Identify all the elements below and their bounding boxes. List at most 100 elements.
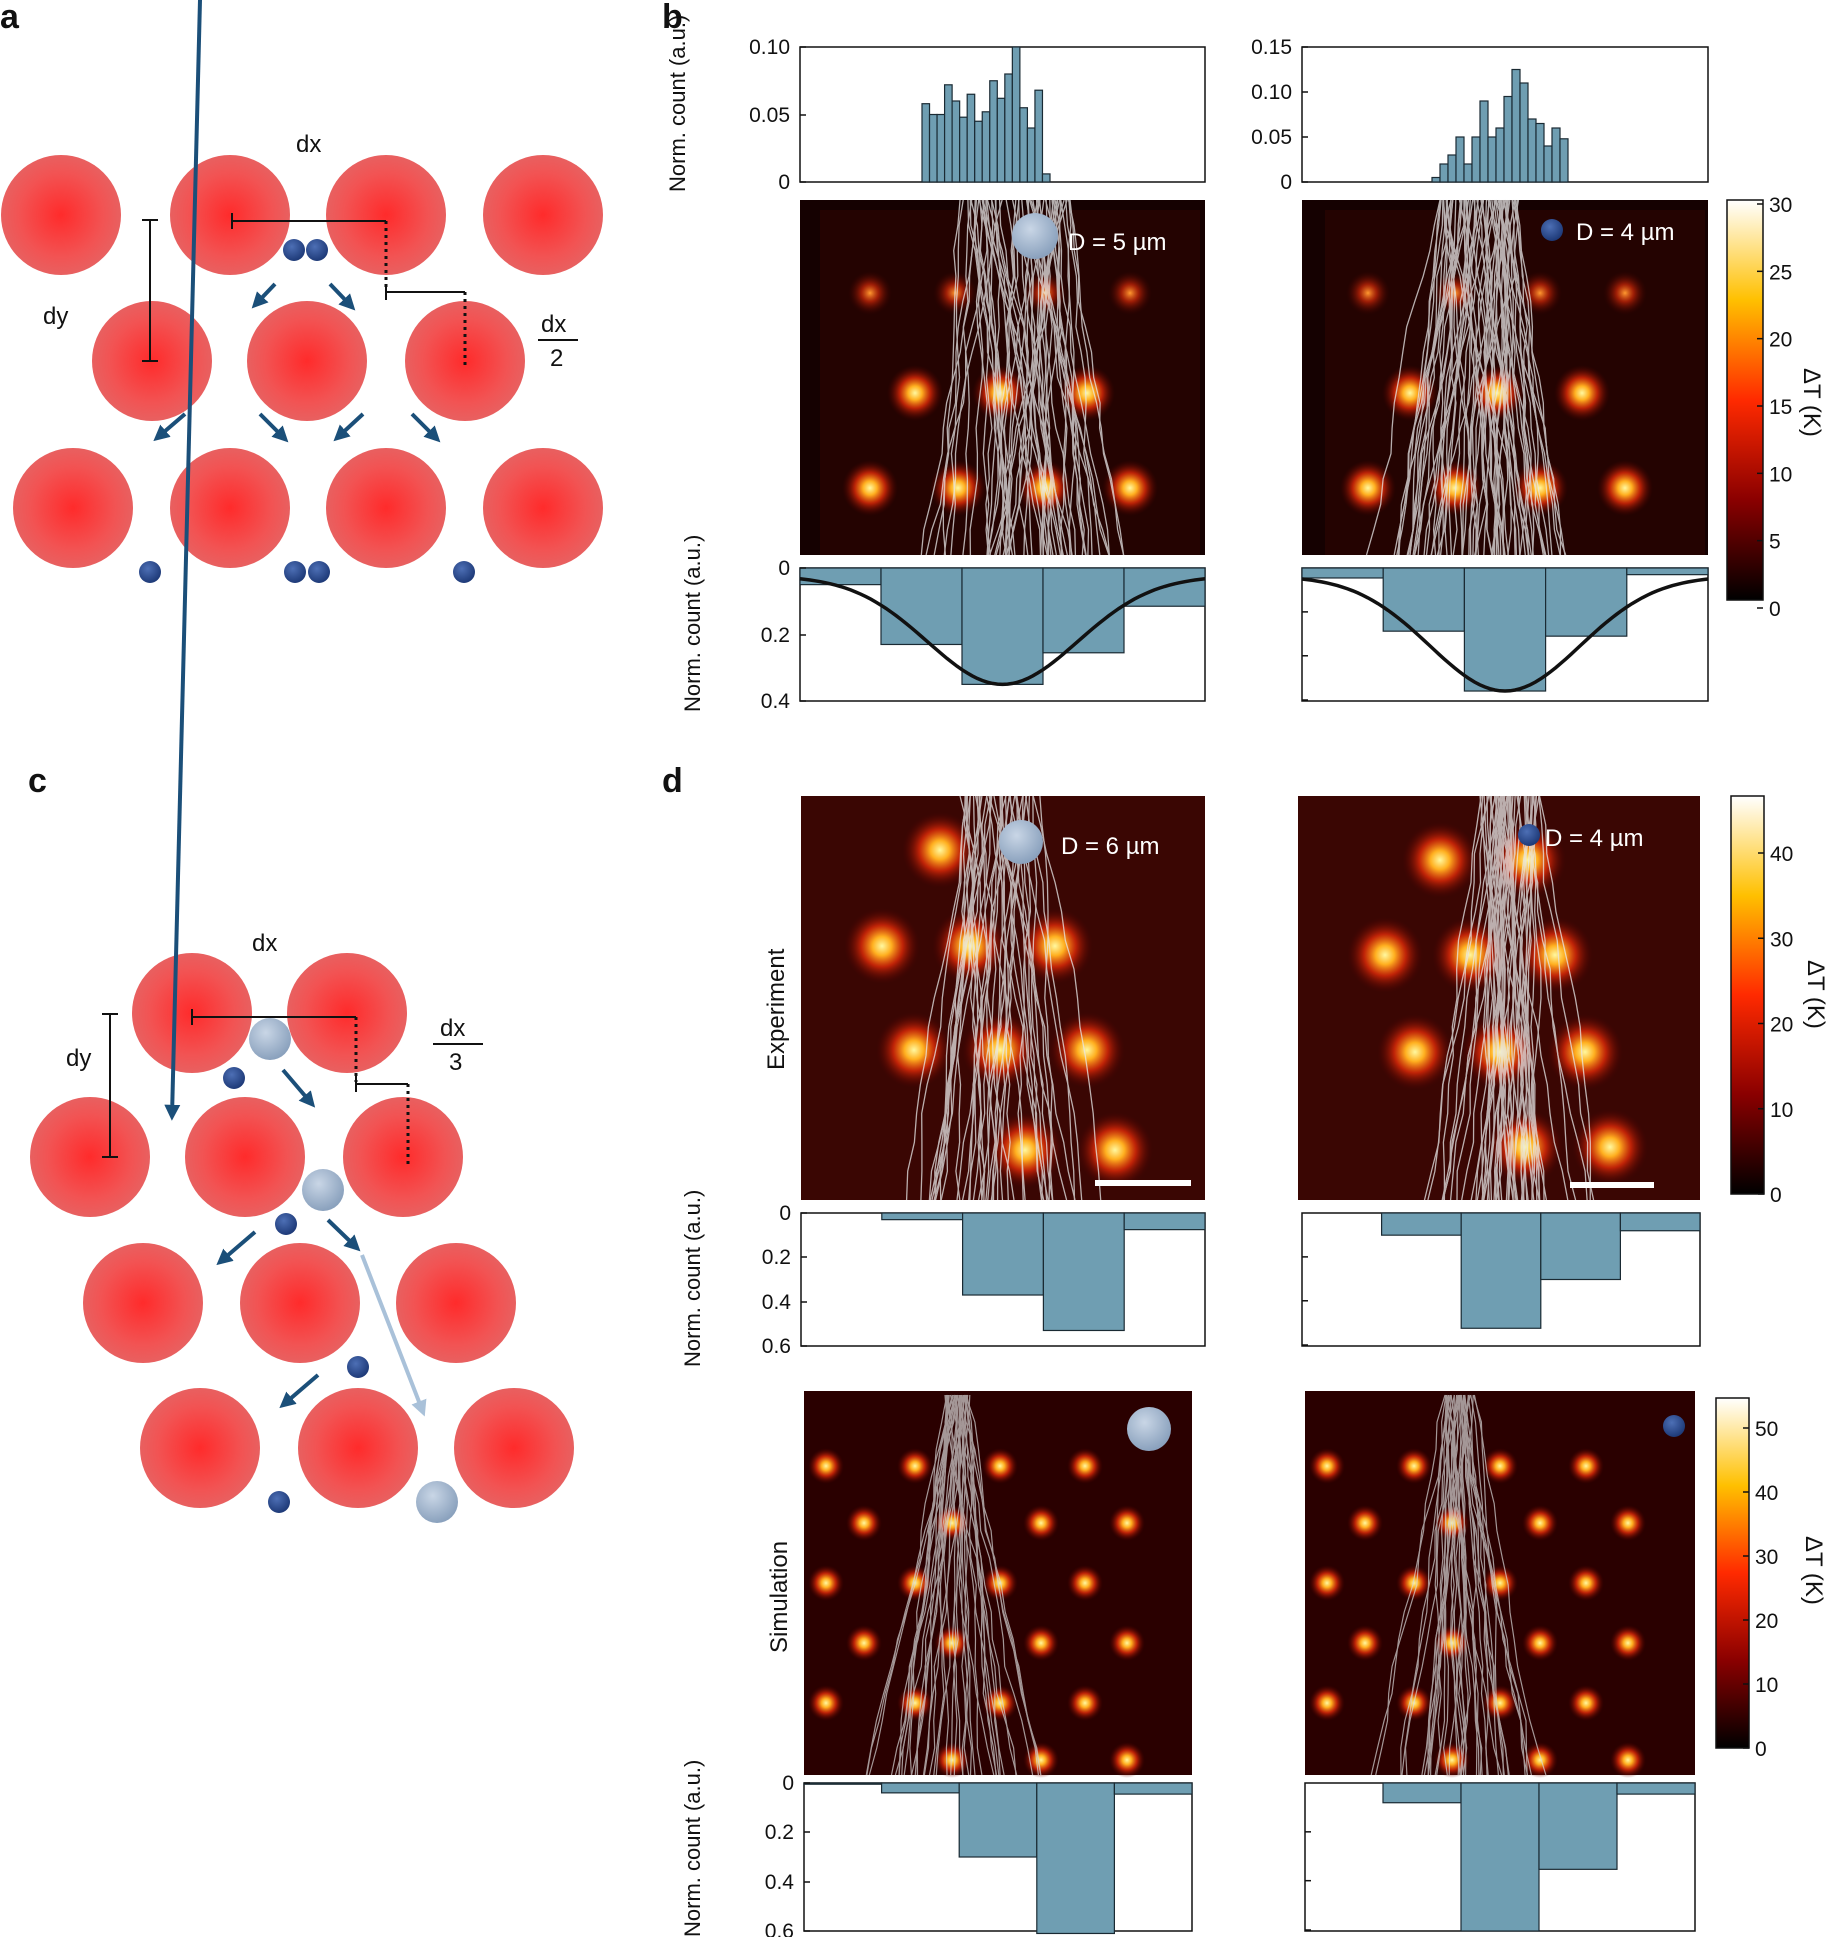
heat-spot bbox=[1482, 1685, 1518, 1721]
arrows-a bbox=[153, 282, 441, 443]
histogram-b-top-right: 0.150.100.050 bbox=[1251, 36, 1709, 194]
particle-track bbox=[866, 1394, 959, 1776]
particle-track bbox=[1445, 199, 1457, 556]
particle-track bbox=[972, 795, 983, 1201]
particle-track bbox=[903, 1394, 948, 1776]
y-title-d-exp: Norm. count (a.u.) bbox=[680, 1190, 705, 1367]
pillar bbox=[405, 301, 525, 421]
heat-spot bbox=[1522, 1742, 1558, 1778]
dimension-lines-c bbox=[102, 1009, 410, 1164]
particle-track bbox=[931, 795, 983, 1201]
particle-track bbox=[1407, 199, 1457, 556]
particle-track bbox=[988, 795, 1076, 1201]
particle-track bbox=[1472, 1394, 1528, 1776]
particle-track bbox=[905, 795, 968, 1201]
histogram-bar bbox=[1431, 176, 1441, 183]
histogram-bar bbox=[1042, 567, 1125, 654]
small-particle-icon bbox=[1663, 1415, 1685, 1437]
histogram-bar bbox=[1301, 567, 1384, 579]
particle-track bbox=[1502, 199, 1553, 556]
y-tick-label: 0 bbox=[778, 557, 790, 580]
dx-frac-den-a: 2 bbox=[550, 345, 563, 372]
image-d-exp-right: D = 4 µm bbox=[1298, 795, 1700, 1201]
pillar-array-c bbox=[30, 953, 574, 1508]
particle-track bbox=[920, 795, 968, 1201]
heat-spot bbox=[982, 1448, 1018, 1484]
small-particle bbox=[284, 561, 306, 583]
histogram-bar bbox=[880, 1782, 960, 1794]
particle-track bbox=[998, 199, 1033, 556]
small-particle bbox=[275, 1213, 297, 1235]
histogram-bar bbox=[981, 111, 991, 183]
histogram-bar bbox=[961, 1212, 1044, 1296]
particle-track bbox=[1476, 795, 1514, 1201]
particle-track bbox=[959, 1394, 1018, 1776]
pillar bbox=[170, 448, 290, 568]
particle-track bbox=[1056, 199, 1085, 556]
particle-track bbox=[1439, 199, 1449, 556]
histogram-d-sim-right bbox=[1304, 1782, 1696, 1932]
particle-track bbox=[1032, 795, 1102, 1201]
dx-frac-den-c: 3 bbox=[449, 1049, 462, 1076]
particle-track bbox=[1025, 795, 1076, 1201]
particle-track bbox=[957, 1394, 970, 1776]
particle-track bbox=[1038, 199, 1064, 556]
particle-track bbox=[1393, 199, 1441, 556]
particle-track bbox=[972, 795, 1008, 1201]
particle-track bbox=[1493, 795, 1535, 1201]
histogram-bar bbox=[1034, 89, 1044, 183]
panel-label-d: d bbox=[662, 762, 683, 800]
histogram-bar bbox=[1382, 567, 1465, 632]
particle-track bbox=[1461, 795, 1506, 1201]
particle-track bbox=[1000, 795, 1068, 1201]
histogram-bar bbox=[943, 84, 953, 183]
particle-track bbox=[963, 795, 997, 1201]
colorbar-tick-label: 0 bbox=[1770, 1184, 1782, 1207]
dimension-lines-a bbox=[142, 213, 467, 368]
histogram-bar bbox=[1616, 1782, 1696, 1795]
particle-track bbox=[1530, 795, 1542, 1201]
particle-track bbox=[1476, 199, 1502, 556]
particle-track bbox=[1450, 1394, 1465, 1776]
dx-label-c: dx bbox=[252, 930, 277, 957]
particle-track bbox=[993, 795, 1045, 1201]
axis-titles: Norm. count (a.u.) Norm. count (a.u.) No… bbox=[665, 15, 793, 1937]
schematic-a: dx dy dx 2 bbox=[1, 131, 603, 583]
particle-track bbox=[974, 795, 1024, 1201]
particle-track bbox=[1459, 1394, 1526, 1776]
scale-bar bbox=[1570, 1182, 1654, 1188]
particle-track bbox=[1455, 1394, 1467, 1776]
particle-track bbox=[964, 1394, 1005, 1776]
colorbar-tick-label: 40 bbox=[1770, 843, 1793, 866]
histogram-bar bbox=[996, 97, 1006, 183]
particles-a bbox=[139, 239, 475, 583]
particle-track bbox=[1032, 795, 1054, 1201]
particle-track bbox=[1065, 199, 1093, 556]
histogram-bar bbox=[1535, 122, 1545, 183]
arrows-c bbox=[164, 0, 361, 1409]
particle-track bbox=[1463, 199, 1494, 556]
histogram-bar bbox=[961, 567, 1044, 685]
histogram-bar bbox=[1503, 95, 1513, 183]
particle-track bbox=[960, 1394, 1042, 1776]
pillar bbox=[240, 1243, 360, 1363]
y-tick-label: 0 bbox=[779, 1202, 791, 1225]
large-particle bbox=[416, 1481, 458, 1523]
heat-spot bbox=[1610, 1742, 1646, 1778]
particle-track bbox=[1401, 1394, 1461, 1776]
colorbar-tick-label: 20 bbox=[1770, 1014, 1793, 1037]
particle-track bbox=[1522, 795, 1537, 1201]
pillar bbox=[343, 1097, 463, 1217]
histogram-bar bbox=[1036, 1782, 1116, 1935]
heat-spot bbox=[1067, 1448, 1103, 1484]
pillar bbox=[326, 155, 446, 275]
particle-track bbox=[1495, 795, 1509, 1201]
heat-spot bbox=[1568, 1685, 1604, 1721]
histogram-bar bbox=[1540, 1212, 1622, 1281]
heat-spot bbox=[982, 1565, 1018, 1601]
heat-spot bbox=[1568, 1565, 1604, 1601]
particle-track bbox=[1490, 199, 1510, 556]
histogram-bar bbox=[1527, 118, 1537, 183]
particle-track bbox=[1499, 795, 1540, 1201]
